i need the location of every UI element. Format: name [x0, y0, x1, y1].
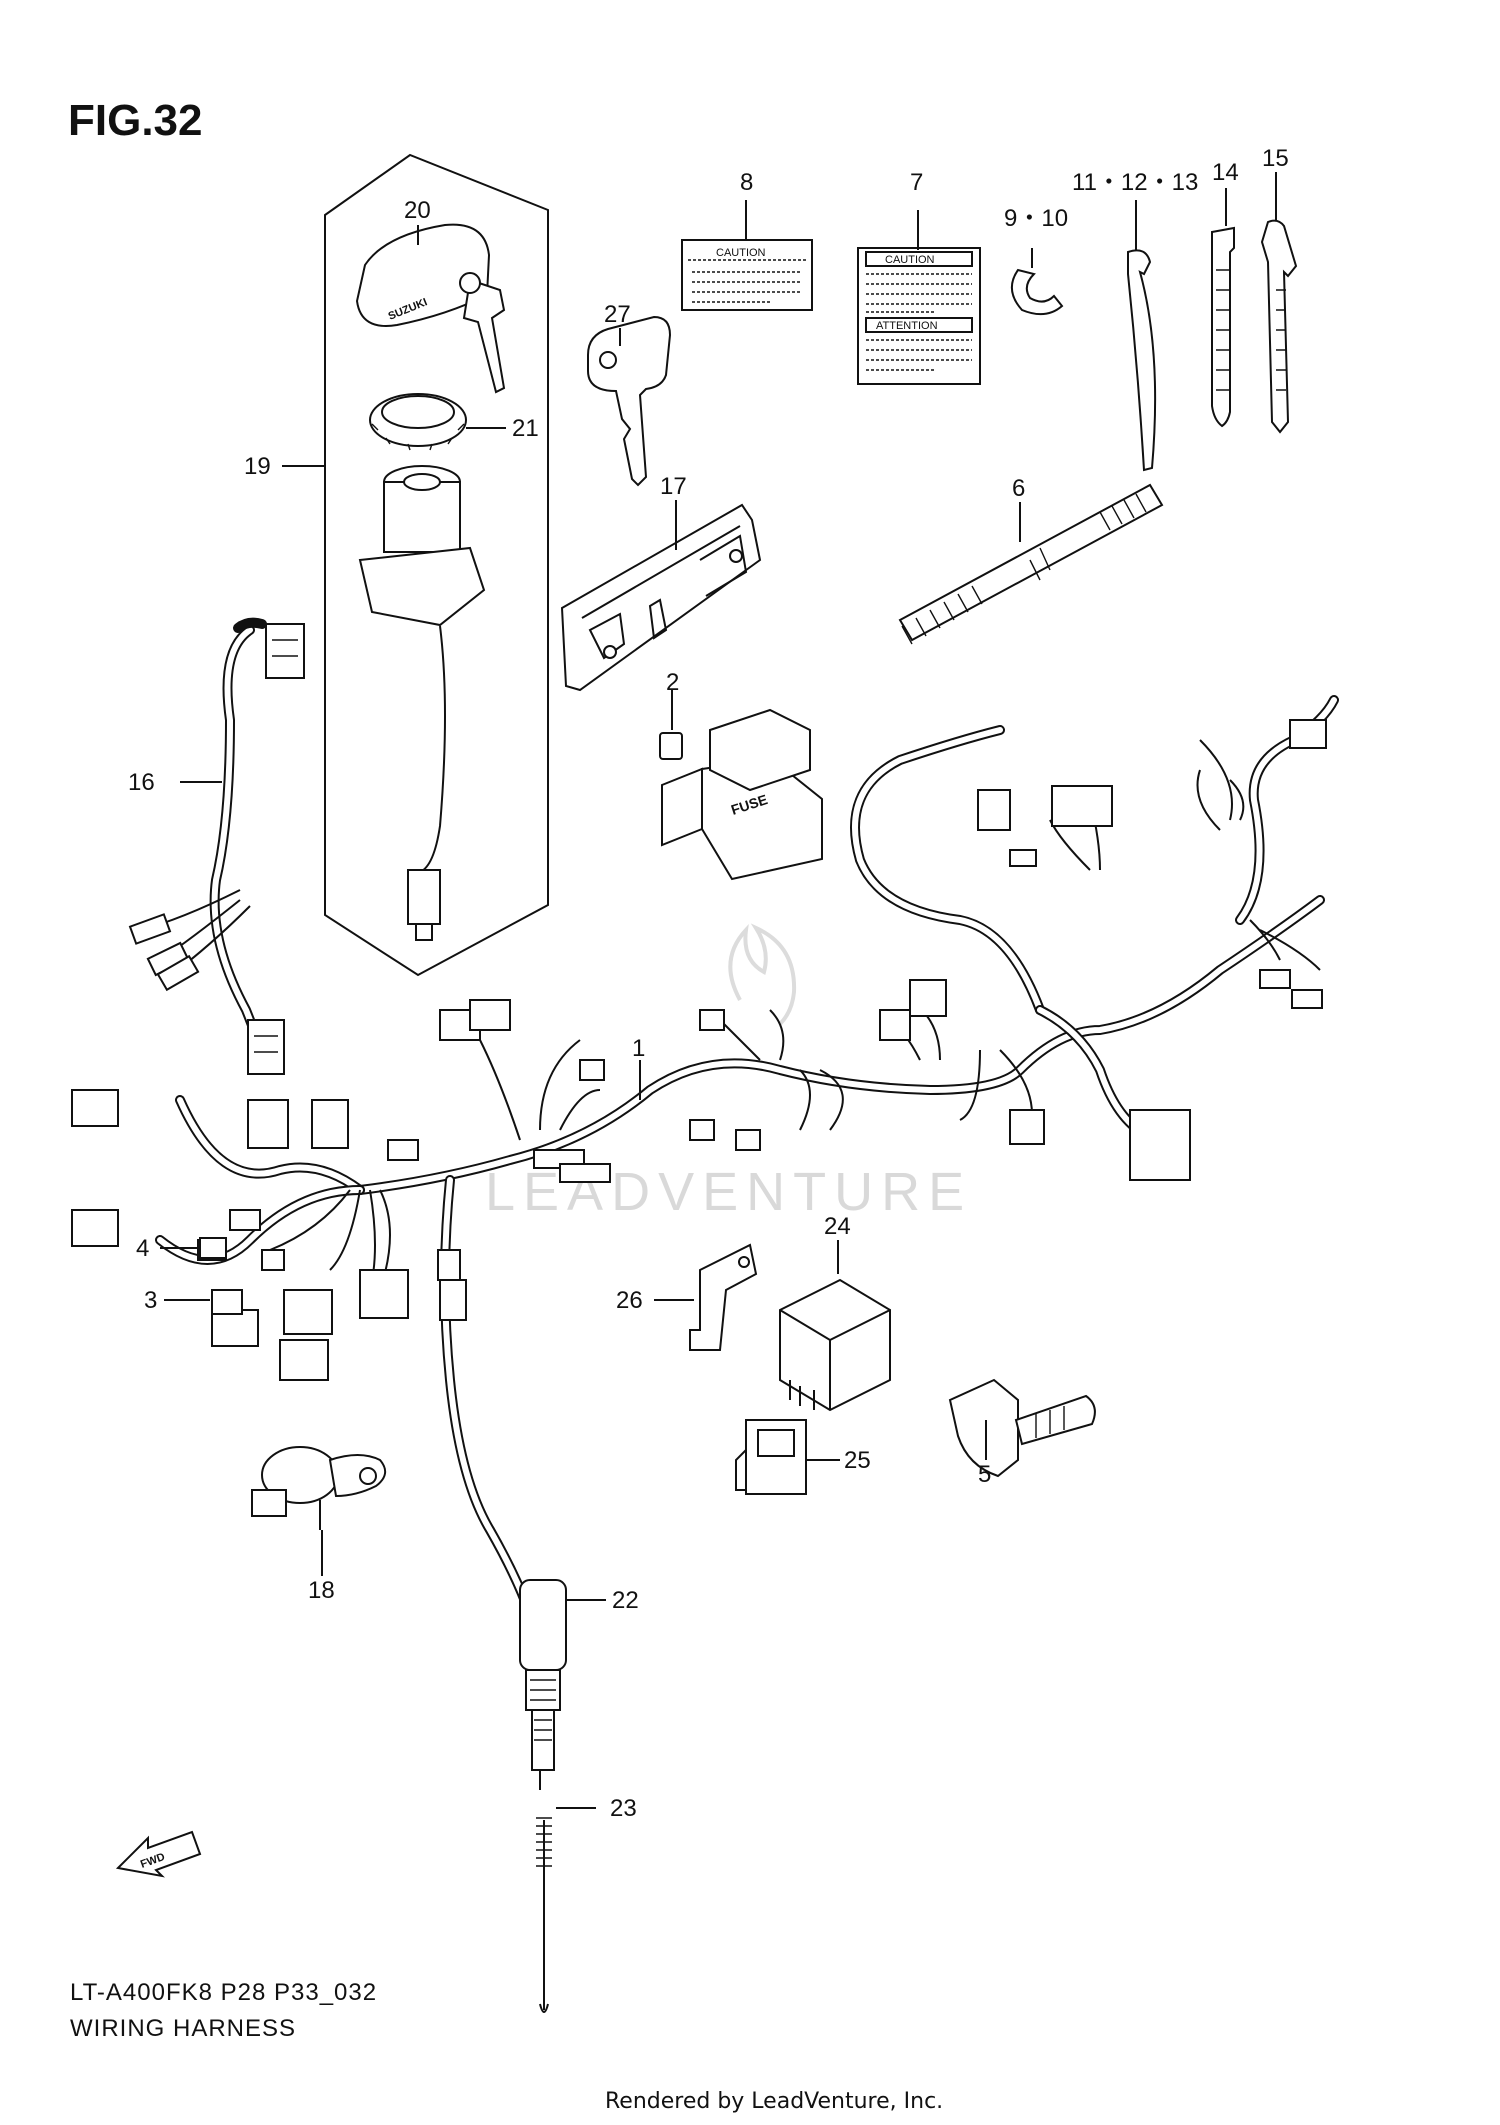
cable-tie-part-11-13	[1127, 249, 1157, 472]
callout-14: 14	[1212, 159, 1239, 186]
cable-tie-part-14	[1211, 226, 1235, 428]
connector-part-5	[948, 1378, 1096, 1478]
fwd-arrow-icon: FWD	[115, 1830, 202, 1878]
connector-part-25	[735, 1419, 807, 1495]
fuse-part-2	[659, 690, 683, 760]
callout-2: 2	[666, 669, 679, 696]
group-outline	[324, 153, 549, 977]
bracket-part-17	[560, 503, 762, 692]
callout-8: 8	[740, 169, 753, 196]
sub-harness-part-16	[128, 617, 305, 1075]
callout-15: 15	[1262, 145, 1289, 172]
ignition-switch-assembly: SUZUKI	[324, 153, 549, 977]
callout-3: 3	[144, 1287, 157, 1314]
diagram-title: WIRING HARNESS	[70, 2015, 296, 2042]
callout-11-12-13: 11・12・13	[1072, 169, 1198, 196]
decal-7-caution: CAUTION	[885, 254, 935, 266]
callout-5: 5	[978, 1461, 991, 1488]
nut-part-21	[369, 393, 467, 451]
spiral-tube-part-6	[898, 483, 1164, 645]
callout-25: 25	[844, 1447, 871, 1474]
bracket-part-26	[689, 1243, 758, 1351]
callout-23: 23	[610, 1795, 637, 1822]
callout-19: 19	[244, 453, 271, 480]
sensor-part-18	[251, 1446, 387, 1530]
ignition-key-part-20: SUZUKI	[355, 223, 506, 394]
callout-9-10: 9・10	[1004, 205, 1068, 232]
clamp-part-9-10	[1011, 248, 1064, 316]
callout-24: 24	[824, 1213, 851, 1240]
connector-part-4	[199, 1237, 227, 1259]
sensor-part-22	[519, 1579, 567, 1790]
callout-7: 7	[910, 169, 923, 196]
watermark-text: LEADVENTURE	[485, 1162, 972, 1222]
decal-8-caution: CAUTION	[716, 247, 766, 259]
callout-numbers: 20 21 19 16 8 7 9・10 11・12・13 14 15 27 1…	[128, 145, 1289, 1822]
callout-17: 17	[660, 473, 687, 500]
callout-16: 16	[128, 769, 155, 796]
switch-body	[358, 465, 486, 941]
relay-part-24	[779, 1278, 891, 1412]
callout-26: 26	[616, 1287, 643, 1314]
model-code: LT-A400FK8 P28 P33_032	[70, 1979, 377, 2006]
credit-text: Rendered by LeadVenture, Inc.	[605, 2089, 943, 2114]
callout-21: 21	[512, 415, 539, 442]
figure-title: FIG.32	[68, 96, 203, 145]
decal-7-attention: ATTENTION	[876, 320, 938, 332]
leader-lines	[160, 172, 1277, 1809]
callout-6: 6	[1012, 475, 1025, 502]
callout-20: 20	[404, 197, 431, 224]
caution-label-part-8: CAUTION	[681, 239, 813, 311]
connector-part-3	[211, 1289, 243, 1315]
cable-tie-part-15	[1260, 219, 1298, 434]
caution-attention-label-part-7: CAUTION ATTENTION	[857, 247, 981, 385]
fuse-box: FUSE	[661, 708, 823, 881]
callout-1: 1	[632, 1035, 645, 1062]
watermark: LEADVENTURE	[485, 923, 972, 1222]
spare-key-part-27	[587, 315, 672, 487]
pin-part-23	[536, 1817, 552, 2013]
callout-4: 4	[136, 1235, 149, 1262]
callout-22: 22	[612, 1587, 639, 1614]
callout-18: 18	[308, 1577, 335, 1604]
callout-27: 27	[604, 301, 631, 328]
